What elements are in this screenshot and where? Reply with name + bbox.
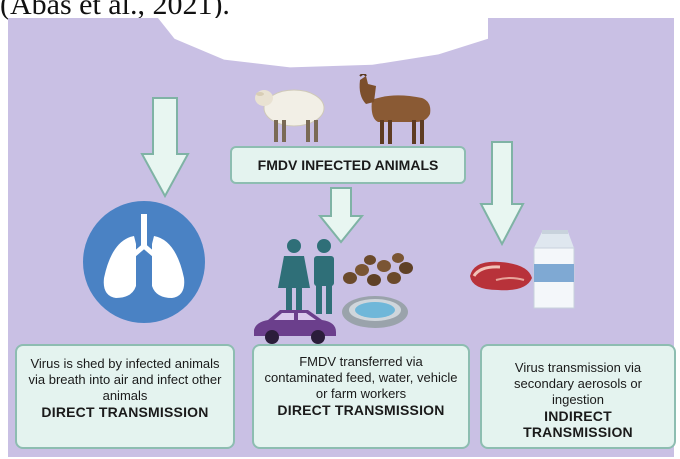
indirect-transmission-box: Virus transmission via secondary aerosol… [480, 344, 676, 449]
down-arrow-icon [318, 186, 364, 244]
down-arrow-icon [479, 140, 525, 248]
goat-icon [352, 74, 436, 146]
right-box-type: INDIRECT TRANSMISSION [488, 408, 668, 440]
direct-contact-transmission-box: FMDV transferred via contaminated feed, … [252, 344, 470, 449]
sheep-icon [252, 80, 330, 146]
milk-carton-icon [528, 228, 578, 310]
left-box-description: Virus is shed by infected animals via br… [23, 356, 227, 404]
middle-box-type: DIRECT TRANSMISSION [260, 402, 462, 418]
meat-icon [466, 256, 536, 296]
right-box-description: Virus transmission via secondary aerosol… [488, 360, 668, 408]
infected-animals-label: FMDV INFECTED ANIMALS [230, 146, 466, 184]
down-arrow-icon [140, 96, 190, 200]
water-bowl-icon [340, 292, 410, 332]
left-box-type: DIRECT TRANSMISSION [23, 404, 227, 420]
car-icon [250, 304, 340, 346]
direct-air-transmission-box: Virus is shed by infected animals via br… [15, 344, 235, 449]
middle-box-description: FMDV transferred via contaminated feed, … [260, 354, 462, 402]
lungs-icon [80, 200, 208, 324]
feed-pellets-icon [340, 252, 418, 292]
